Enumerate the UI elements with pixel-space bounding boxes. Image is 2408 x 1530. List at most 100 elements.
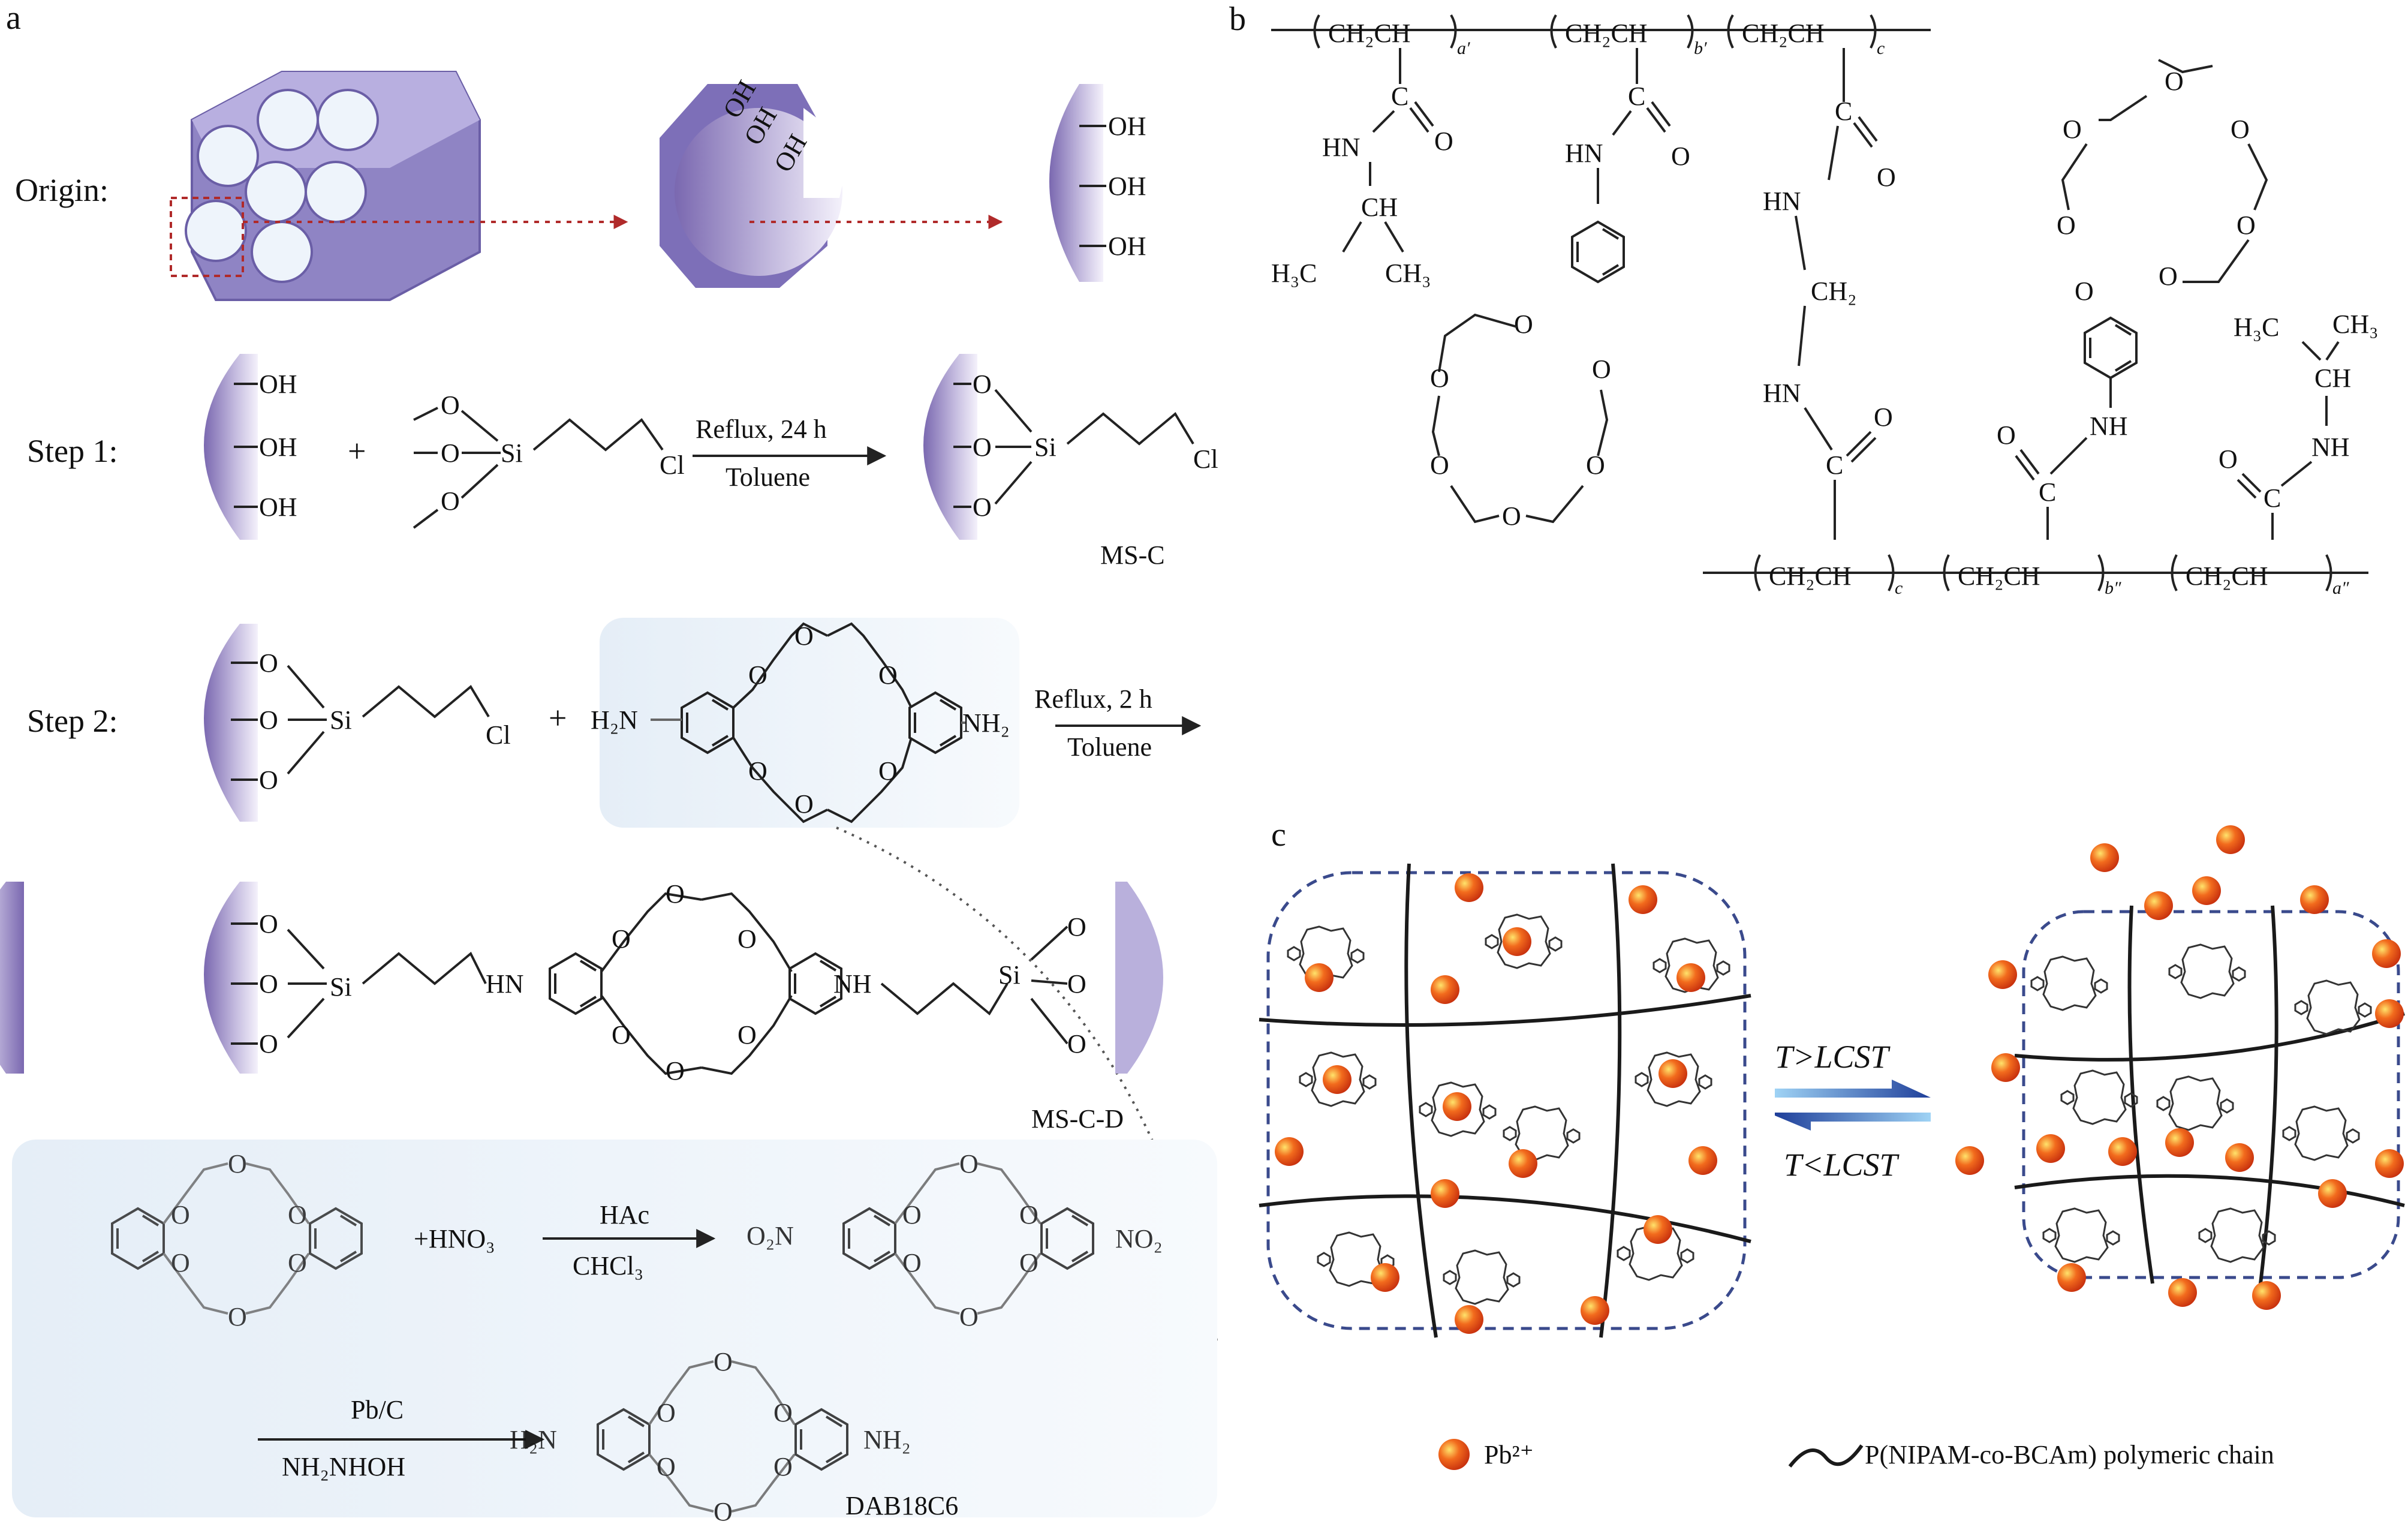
pb-ion (2372, 939, 2401, 968)
svg-text:O: O (171, 1200, 190, 1230)
svg-text:O: O (288, 1248, 307, 1277)
panel-label-a: a (6, 0, 21, 37)
svg-text:O: O (441, 486, 460, 516)
reduction-condition-bottom: NH₂NHOH (282, 1452, 405, 1481)
svg-text:O: O (259, 1029, 278, 1059)
reverse-condition: T<LCST (1784, 1147, 1900, 1183)
svg-text:O: O (2165, 67, 2184, 96)
svg-text:O: O (748, 660, 767, 690)
svg-text:O: O (773, 1452, 793, 1481)
step2-condition-bottom: Toluene (1067, 732, 1152, 762)
legend-ion-swatch (1438, 1439, 1470, 1470)
svg-text:Cl: Cl (486, 720, 511, 750)
pb-ion (1431, 975, 1459, 1004)
dab18c6-molecule: H₂N O O O O O O NH₂ (591, 621, 1010, 823)
svg-text:O: O (2075, 276, 2094, 306)
svg-text:O: O (2057, 211, 2076, 240)
pb-ion (1676, 963, 1705, 992)
pb-ion (2375, 1149, 2404, 1178)
svg-text:Si: Si (1034, 432, 1056, 462)
dab18c6-synthesis-box (12, 1140, 1217, 1517)
svg-text:O: O (738, 924, 757, 954)
svg-text:a″: a″ (2332, 578, 2349, 598)
oh-label: OH (259, 369, 297, 399)
svg-text:HN: HN (486, 969, 524, 999)
pb-ion (1305, 963, 1334, 992)
svg-text:c: c (1895, 578, 1903, 598)
svg-text:CH: CH (2314, 363, 2351, 393)
svg-text:O: O (612, 1020, 631, 1050)
svg-text:O: O (738, 1020, 757, 1050)
svg-text:O: O (259, 909, 278, 939)
svg-text:NO₂: NO₂ (1115, 1224, 1163, 1254)
svg-text:NH: NH (833, 969, 872, 999)
pb-ion (1991, 1053, 2020, 1082)
svg-text:O: O (1502, 501, 1521, 531)
svg-text:O: O (259, 969, 278, 999)
silica-wall-mscd-left (204, 882, 258, 1074)
crown-units-swollen (1288, 915, 1729, 1304)
plus-sign: + (549, 700, 567, 736)
oh-label: OH (259, 432, 297, 462)
svg-text:Si: Si (501, 438, 523, 468)
svg-text:O: O (2159, 261, 2178, 291)
pb-ion (1431, 1179, 1459, 1208)
cptms-molecule: O O O Si Cl (413, 390, 685, 529)
dab18c6-highlight-box (600, 618, 1019, 828)
panel-c: T>LCST T<LCST (1259, 825, 2405, 1470)
pb-ion (1323, 1065, 1352, 1094)
svg-text:CH₃: CH₃ (2332, 309, 2378, 339)
dab18c6-product: H₂N O O O O O O NH₂ (510, 1347, 911, 1526)
svg-text:O: O (1430, 363, 1449, 393)
svg-text:Si: Si (330, 705, 352, 735)
pb-ion (2144, 891, 2173, 920)
nitration-condition-top: HAc (600, 1200, 649, 1230)
step1-condition-bottom: Toluene (726, 462, 810, 492)
step1-label: Step 1: (27, 433, 118, 469)
pb-ion (1644, 1215, 1672, 1244)
pb-ion (2036, 1134, 2065, 1163)
step1-condition-top: Reflux, 24 h (696, 414, 827, 444)
svg-text:O: O (1997, 420, 2016, 450)
svg-text:CH₂CH: CH₂CH (1958, 561, 2040, 591)
svg-text:O: O (2231, 115, 2250, 144)
svg-text:O: O (1877, 163, 1896, 192)
svg-text:a′: a′ (1457, 38, 1470, 58)
pb-ion (2300, 885, 2329, 914)
svg-text:b″: b″ (2105, 578, 2121, 598)
reverse-arrow (1775, 1113, 1931, 1131)
panel-b: CH₂CH a′ CH₂CH b′ CH₂CH c C O HN CH H₃C … (1271, 14, 2378, 598)
panel-label-b: b (1229, 1, 1246, 38)
svg-text:O₂N: O₂N (747, 1221, 794, 1251)
product-mscd-label: MS-C-D (1031, 1104, 1124, 1134)
svg-text:CH₂CH: CH₂CH (1742, 19, 1825, 48)
svg-text:CH₃: CH₃ (1385, 258, 1431, 288)
pb-ion (2252, 1281, 2281, 1310)
svg-text:O: O (959, 1149, 979, 1179)
pb-ion (2192, 876, 2221, 905)
svg-text:O: O (1019, 1200, 1039, 1230)
dnb18c6-intermediate: O₂N O O O O O O NO₂ (747, 1149, 1163, 1331)
silica-wall-msc-step2 (204, 624, 258, 822)
svg-text:O: O (1514, 309, 1533, 339)
svg-text:O: O (612, 924, 631, 954)
nitration-reagent: +HNO₃ (414, 1224, 495, 1254)
svg-text:O: O (228, 1149, 247, 1179)
pb-ion (2108, 1137, 2137, 1166)
product-dab18c6-label: DAB18C6 (845, 1491, 958, 1520)
svg-text:O: O (171, 1248, 190, 1277)
legend: Pb²⁺ P(NIPAM-co-BCAm) polymeric chain (1438, 1439, 2274, 1470)
svg-text:O: O (878, 660, 898, 690)
svg-text:CH₂CH: CH₂CH (2186, 561, 2268, 591)
svg-text:NH₂: NH₂ (962, 708, 1010, 738)
svg-text:O: O (878, 756, 898, 786)
pb-ion (2057, 1263, 2086, 1292)
pb-ion (1629, 885, 1657, 914)
svg-text:O: O (1434, 127, 1453, 156)
pb-ion (2216, 825, 2245, 854)
legend-chain-label: P(NIPAM-co-BCAm) polymeric chain (1865, 1440, 2274, 1469)
svg-text:O: O (1067, 969, 1086, 999)
svg-text:Cl: Cl (1193, 444, 1218, 474)
svg-text:O: O (666, 879, 685, 909)
reduction-condition-top: Pb/C (351, 1395, 404, 1424)
